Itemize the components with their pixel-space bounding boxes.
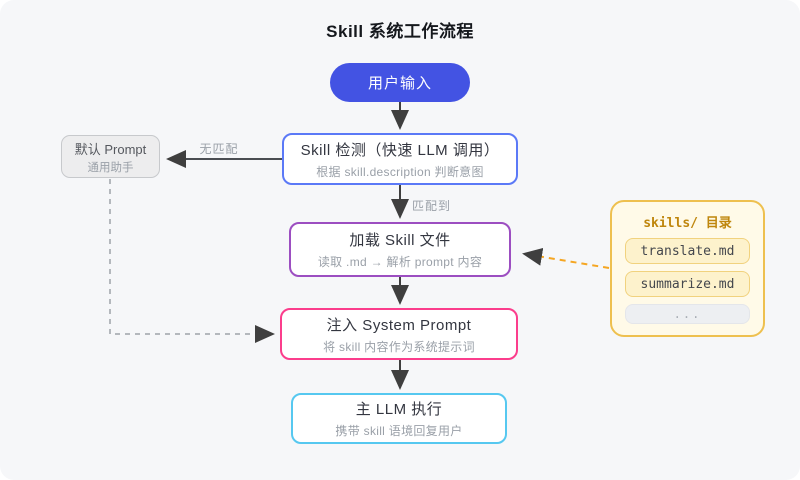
skill-file-more: ... [625,304,750,324]
skills-directory-title: skills/ 目录 [643,216,732,231]
node-main-llm-subtitle: 携带 skill 语境回复用户 [335,424,463,438]
dashed-arrow-default-to-inject [109,179,275,343]
node-main-llm: 主 LLM 执行 携带 skill 语境回复用户 [291,393,507,444]
node-inject-prompt-title: 注入 System Prompt [326,316,472,334]
page-title: Skill 系统工作流程 [326,22,474,41]
node-default-prompt: 默认 Prompt 通用助手 [61,135,160,178]
node-default-prompt-subtitle: 通用助手 [87,161,134,174]
node-default-prompt-title: 默认 Prompt [74,141,147,157]
dashed-arrow-skillsdir-to-load [522,247,610,269]
node-skill-detect: Skill 检测（快速 LLM 调用） 根据 skill.description… [282,133,518,185]
node-main-llm-title: 主 LLM 执行 [355,401,443,418]
skill-file-summarize: summarize.md [625,271,750,297]
node-skill-detect-subtitle: 根据 skill.description 判断意图 [316,164,484,179]
node-inject-prompt: 注入 System Prompt 将 skill 内容作为系统提示词 [280,308,518,360]
node-user-input-label: 用户输入 [367,75,432,92]
node-inject-prompt-subtitle: 将 skill 内容作为系统提示词 [323,339,475,354]
edge-label-matched: 匹配到 [412,199,452,213]
edge-label-no-match: 无匹配 [199,142,239,156]
node-skill-detect-title: Skill 检测（快速 LLM 调用） [300,141,500,159]
skill-file-translate: translate.md [625,238,750,264]
node-load-skill-subtitle: 读取 .md → 解析 prompt 内容 [317,255,483,269]
node-user-input: 用户输入 [330,63,470,102]
node-load-skill-title: 加载 Skill 文件 [349,232,451,249]
skills-directory-panel: skills/ 目录 translate.md summarize.md ... [610,200,765,337]
node-load-skill: 加载 Skill 文件 读取 .md → 解析 prompt 内容 [289,222,511,277]
